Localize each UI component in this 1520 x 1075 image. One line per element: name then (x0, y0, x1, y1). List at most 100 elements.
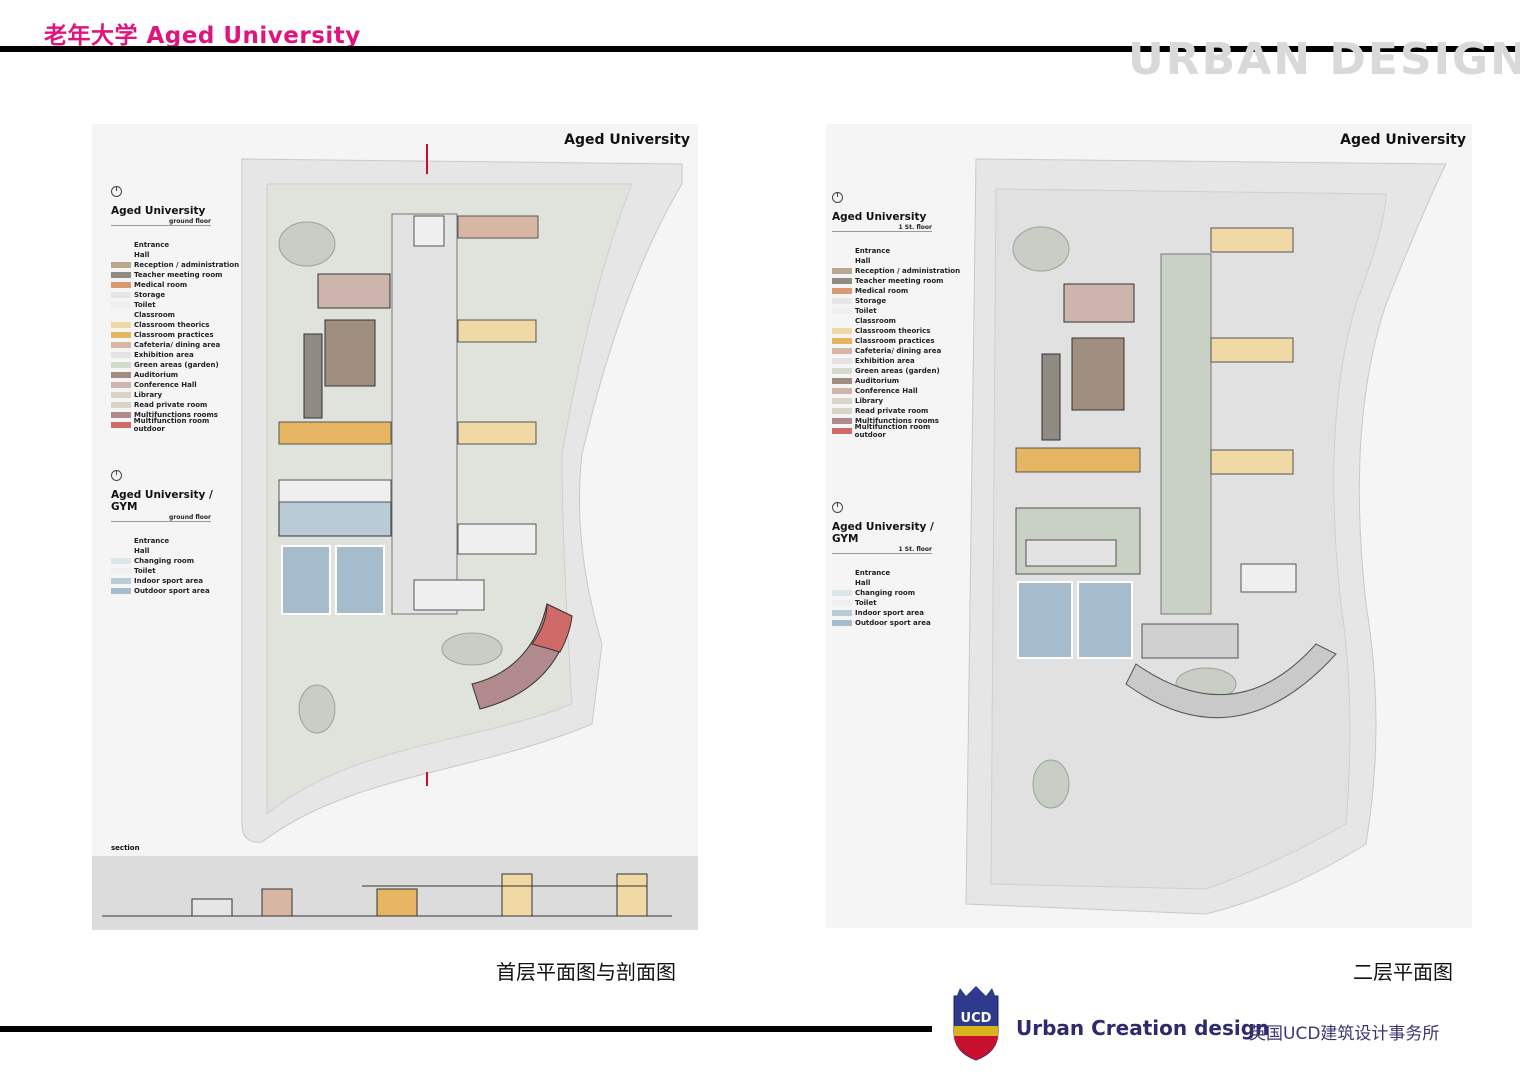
legend-title: Aged University (832, 211, 927, 223)
legend-swatch (111, 402, 131, 408)
sheet-title: 老年大学 Aged University (44, 23, 361, 49)
legend-label: Storage (855, 297, 887, 305)
legend-swatch (111, 342, 131, 348)
section-block-4 (501, 873, 533, 917)
legend-row: Hall (832, 256, 962, 266)
legend-swatch (111, 382, 131, 388)
ground-floor-plan (92, 144, 698, 930)
legend-swatch (111, 242, 131, 248)
legend-swatch (832, 580, 852, 586)
shield-base (954, 1036, 998, 1060)
classroom-row-left (278, 421, 392, 445)
classroom-row-left (1015, 447, 1141, 473)
classroom-row-1 (1210, 227, 1294, 253)
legend-label: Entrance (134, 537, 170, 545)
pond-top (1012, 226, 1070, 272)
legend-swatch (832, 388, 852, 394)
main-corridor (391, 213, 458, 615)
north-arrow-icon (832, 192, 843, 203)
classroom-block-top (457, 215, 539, 239)
legend-swatch (832, 348, 852, 354)
legend-row: Hall (111, 250, 241, 260)
legend-swatch (832, 328, 852, 334)
legend-label: Library (855, 397, 884, 405)
legend-swatch (832, 308, 852, 314)
footer-rule (0, 1026, 932, 1032)
shield-band (954, 1026, 998, 1036)
pond-bottom (1032, 759, 1070, 809)
north-arrow-icon (832, 502, 843, 513)
legend-row: Entrance (832, 246, 962, 256)
classroom-row-1 (457, 319, 537, 343)
legend-label: Exhibition area (134, 351, 194, 359)
legend-row: Conference Hall (111, 380, 241, 390)
legend-row: Classroom theorics (832, 326, 962, 336)
legend-row: Reception / administration (111, 260, 241, 270)
section-mark-top (426, 144, 428, 174)
legend-swatch (832, 258, 852, 264)
legend-label: Classroom (134, 311, 175, 319)
legend-label: Hall (134, 251, 150, 259)
legend-row: Classroom theorics (111, 320, 241, 330)
north-arrow-icon (111, 470, 122, 481)
legend-row: Classroom (832, 316, 962, 326)
legend-label: Toilet (134, 301, 156, 309)
legend-swatch (111, 558, 131, 564)
left-legend-gym: Aged University / GYM ground floor Entra… (111, 470, 241, 596)
legend-label: Hall (855, 579, 871, 587)
legend-swatch (832, 268, 852, 274)
legend-swatch (111, 282, 131, 288)
auditorium (1071, 337, 1125, 411)
right-panel-heading: Aged University (1340, 132, 1466, 148)
legend-swatch (111, 262, 131, 268)
legend-swatch (111, 332, 131, 338)
curved-terrace (1125, 643, 1337, 719)
legend-label: Conference Hall (134, 381, 197, 389)
legend-label: Toilet (855, 307, 877, 315)
legend-label: Entrance (134, 241, 170, 249)
legend-row: Teacher meeting room (832, 276, 962, 286)
legend-row: Hall (111, 546, 241, 556)
outdoor-court-2 (1077, 581, 1133, 659)
classroom-row-2 (1210, 337, 1294, 363)
legend-swatch (111, 302, 131, 308)
legend-row: Outdoor sport area (111, 586, 241, 596)
legend-row: Entrance (111, 240, 241, 250)
legend-row: Outdoor sport area (832, 618, 962, 628)
legend-row: Cafeteria/ dining area (832, 346, 962, 356)
legend-title: Aged University / GYM (111, 489, 213, 513)
auditorium (324, 319, 376, 387)
legend-label: Storage (134, 291, 166, 299)
legend-row: Changing room (111, 556, 241, 566)
legend-row: Multifunctions rooms (111, 410, 241, 420)
curved-outdoor-room (531, 603, 573, 653)
legend-floor: ground floor (111, 218, 211, 226)
legend-label: Hall (134, 547, 150, 555)
legend-label: Auditorium (855, 377, 900, 385)
legend-label: Multifunctions rooms (855, 417, 939, 425)
company-name-cn: 英国UCD建筑设计事务所 (1249, 1024, 1440, 1044)
legend-label: Entrance (855, 569, 891, 577)
legend-label: Entrance (855, 247, 891, 255)
legend-label: Outdoor sport area (855, 619, 931, 627)
legend-row: Multifunction room outdoor (111, 417, 241, 433)
section-block-1 (191, 898, 233, 917)
legend-swatch (111, 312, 131, 318)
main-corridor (1160, 253, 1212, 615)
multifunction-room (1063, 283, 1135, 323)
legend-row: Entrance (832, 568, 962, 578)
legend-row: Indoor sport area (832, 608, 962, 618)
side-rooms (1041, 353, 1061, 441)
classroom-row-3 (1210, 449, 1294, 475)
legend-label: Read private room (134, 401, 208, 409)
legend-swatch (832, 418, 852, 424)
side-rooms (303, 333, 323, 419)
legend-label: Classroom theorics (134, 321, 210, 329)
legend-row: Toilet (832, 306, 962, 316)
legend-swatch (111, 412, 131, 418)
legend-swatch (111, 392, 131, 398)
legend-label: Library (134, 391, 163, 399)
